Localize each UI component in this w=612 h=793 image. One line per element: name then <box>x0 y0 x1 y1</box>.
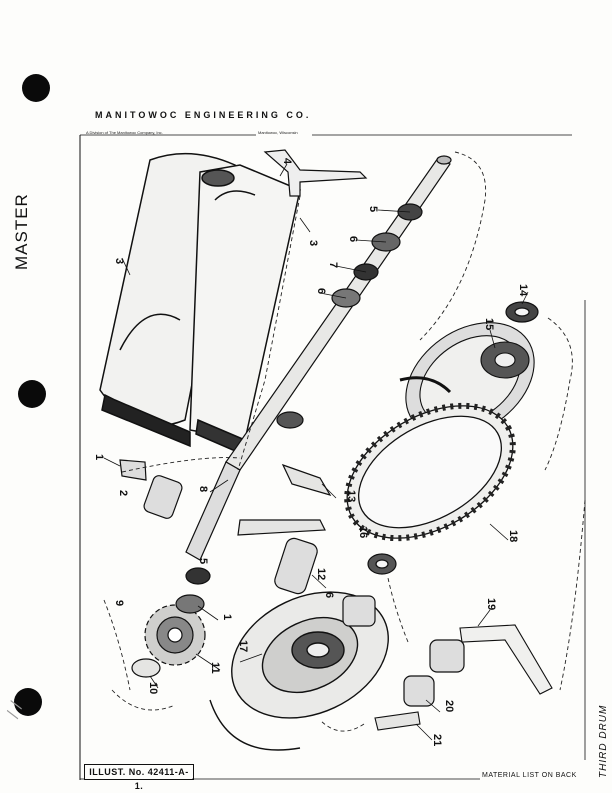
callout-2: 2 <box>117 490 129 496</box>
callout-1b: 1 <box>221 614 233 620</box>
callout-4: 4 <box>281 158 293 165</box>
part-guard-shell <box>99 152 301 456</box>
callout-17: 17 <box>237 640 249 652</box>
callout-1a: 1 <box>93 454 105 460</box>
callout-10: 10 <box>147 682 159 694</box>
callout-6a: 6 <box>347 236 359 242</box>
part-washer-16 <box>367 553 397 575</box>
binder-punch-hole-icon <box>14 688 42 716</box>
company-name: MANITOWOC ENGINEERING CO. <box>95 110 312 120</box>
location-note: Manitowoc, Wisconsin <box>258 130 298 135</box>
callout-7a: 7 <box>327 262 339 268</box>
part-bracket <box>263 149 368 197</box>
callout-8: 8 <box>197 486 209 492</box>
part-brake-drum <box>344 402 516 542</box>
callout-21: 21 <box>431 734 443 746</box>
callout-12: 12 <box>315 568 327 580</box>
part-bushing <box>342 595 376 627</box>
division-note: A Division of The Manitowoc Company, Inc… <box>86 130 163 135</box>
assembly-dashed-lines <box>103 151 586 732</box>
binder-punch-hole-icon <box>22 74 50 102</box>
callout-9: 9 <box>113 600 125 606</box>
material-list-note: MATERIAL LIST ON BACK <box>482 772 577 779</box>
part-sprocket <box>144 604 206 666</box>
callout-6b: 6 <box>315 288 327 294</box>
callout-13: 13 <box>345 490 357 502</box>
part-pins <box>119 459 183 519</box>
callout-3b: 3 <box>307 240 319 246</box>
part-mount-bracket <box>237 463 332 536</box>
part-washer-14 <box>505 301 539 323</box>
callout-5a: 5 <box>367 206 379 212</box>
binder-punch-hole-icon <box>18 380 46 408</box>
callout-leaders <box>103 163 529 741</box>
part-key-21 <box>374 711 421 731</box>
part-collars <box>175 567 211 614</box>
callout-6c: 6 <box>323 592 335 598</box>
callout-3a: 3 <box>113 258 125 264</box>
callout-19: 19 <box>485 598 497 610</box>
part-bushings-20 <box>403 639 465 707</box>
callout-18: 18 <box>507 530 519 542</box>
part-pin-12 <box>274 537 318 595</box>
part-lock-plate <box>131 658 161 678</box>
callout-20: 20 <box>443 700 455 712</box>
callout-11: 11 <box>209 662 221 674</box>
callout-5b: 5 <box>197 558 209 564</box>
callout-15: 15 <box>483 318 495 330</box>
illustration-number: ILLUST. No. 42411-A-1. <box>84 764 194 791</box>
callout-16: 16 <box>357 526 369 538</box>
callout-14: 14 <box>517 284 529 297</box>
part-bracket-19 <box>459 624 553 695</box>
